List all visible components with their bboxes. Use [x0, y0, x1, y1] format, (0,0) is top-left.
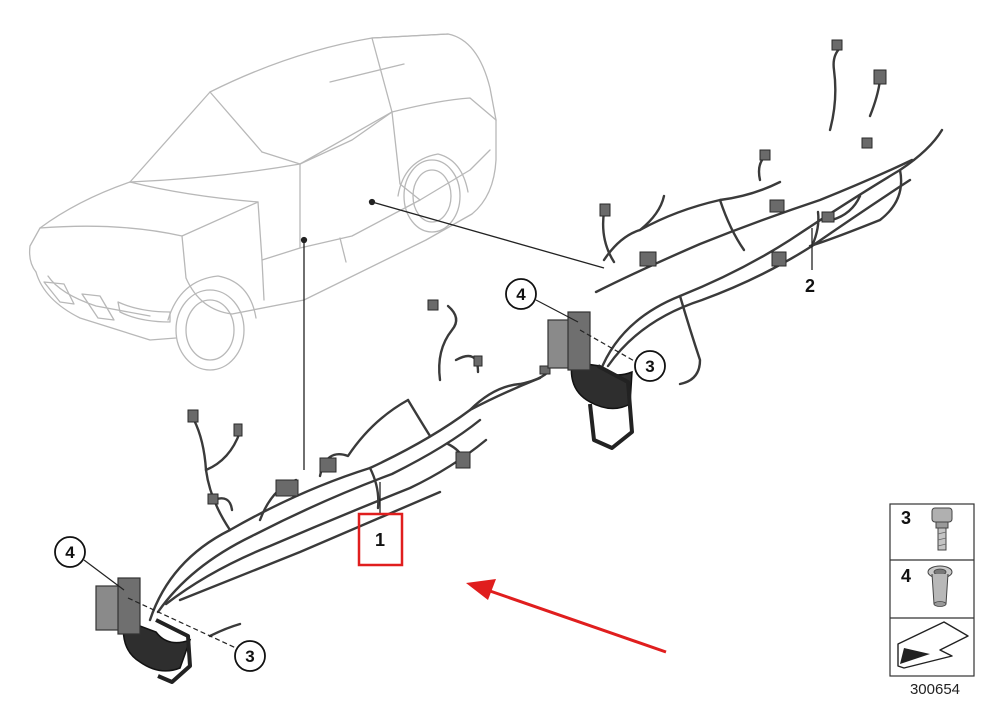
- rear-bolt-callout: [634, 350, 666, 382]
- direction-arrow-icon: [897, 621, 969, 669]
- front-bolt-label: 3: [245, 647, 254, 666]
- car-outline: [28, 33, 497, 371]
- grommet-icon: [927, 565, 953, 607]
- rear-grommet-label: 4: [516, 285, 526, 304]
- front-grommet-boot: [95, 577, 192, 684]
- part-1-highlight-box: [357, 512, 404, 567]
- fastener-legend: 3 4: [889, 503, 975, 677]
- part-2-label: 2: [805, 276, 815, 296]
- rear-grommet-boot: [547, 311, 634, 450]
- rear-grommet-callout: [505, 278, 537, 310]
- bolt-icon: [931, 507, 953, 551]
- front-grommet-label: 4: [65, 543, 75, 562]
- front-grommet-callout: [54, 536, 86, 568]
- part-1-label: 1: [375, 530, 385, 550]
- legend-grommet-number: 4: [901, 566, 911, 586]
- rear-door-wiring-harness: [594, 46, 944, 386]
- red-pointer-arrow: [466, 579, 667, 654]
- front-connectors: [187, 299, 551, 505]
- rear-connectors: [599, 39, 887, 267]
- front-bolt-callout: [234, 640, 266, 672]
- rear-bolt-label: 3: [645, 357, 654, 376]
- legend-bolt-number: 3: [901, 508, 911, 528]
- leader-lines: [300, 198, 605, 470]
- diagram-reference-number: 300654: [910, 681, 960, 698]
